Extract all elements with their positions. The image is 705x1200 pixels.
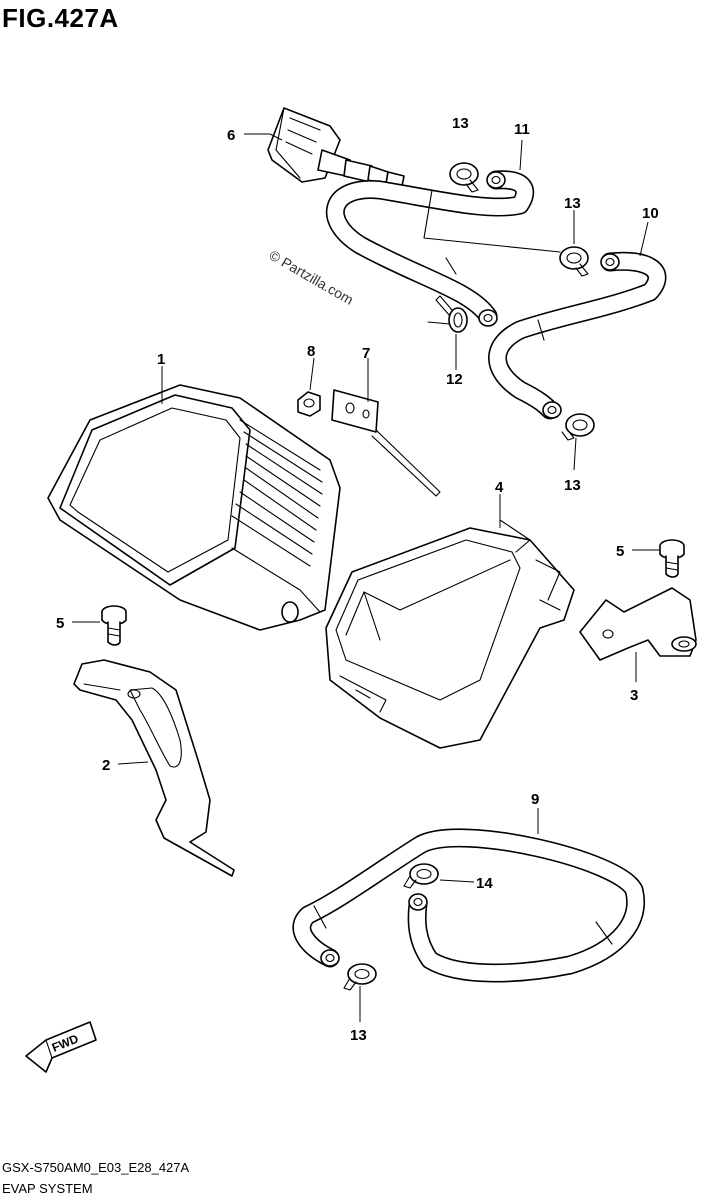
footer-name: EVAP SYSTEM [2,1181,93,1196]
callout-6: 6 [227,127,235,144]
callout-13c: 13 [564,477,581,494]
callout-3: 3 [630,687,638,704]
part-5-bolt-right [659,539,685,578]
part-7-bracket [331,389,441,497]
fwd-arrow-icon: FWD [25,1021,97,1073]
part-8-nut [297,391,321,417]
callout-13d: 13 [350,1027,367,1044]
callout-1: 1 [157,351,165,368]
part-5-bolt-left [101,605,127,646]
part-10-hose [488,251,667,420]
leader-lines [72,133,660,1022]
part-1-canister [47,384,341,631]
callout-13a: 13 [452,115,469,132]
callout-9: 9 [531,791,539,808]
callout-4: 4 [495,479,504,496]
callout-7: 7 [362,345,370,362]
part-2-bracket [73,659,235,877]
part-11-hose [325,170,535,327]
callouts: 6 13 11 13 10 12 8 7 1 13 4 5 5 3 2 9 14… [56,115,659,1044]
callout-5a: 5 [616,543,624,560]
part-4-cover [325,519,575,749]
part-13-clamp-mid [561,413,595,441]
callout-2: 2 [102,757,110,774]
watermark: © Partzilla.com [267,247,357,308]
callout-13b: 13 [564,195,581,212]
callout-12: 12 [446,371,463,388]
footer-code: GSX-S750AM0_E03_E28_427A [2,1160,190,1175]
part-13-clamp-lower [343,963,377,991]
figure-title: FIG.427A [2,3,119,33]
part-12-clip [427,295,468,333]
part-13-clamp-upper-a [449,162,479,193]
callout-11: 11 [514,121,530,138]
part-9-hose [292,828,645,983]
callout-14: 14 [476,875,493,892]
part-3-bracket [579,587,697,661]
part-6-purge-valve [267,107,405,187]
part-14-clamp [403,863,439,889]
callout-5b: 5 [56,615,64,632]
part-13-clamp-upper-b [559,246,589,277]
callout-10: 10 [642,205,659,222]
callout-8: 8 [307,343,315,360]
